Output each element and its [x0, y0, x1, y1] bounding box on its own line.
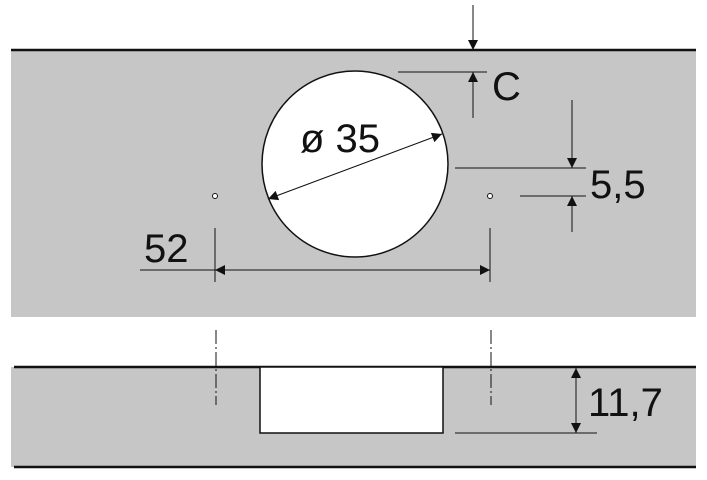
- screw-offset-label: 5,5: [590, 163, 646, 207]
- diameter-arrow: [267, 132, 443, 201]
- cup-hole: [261, 70, 449, 258]
- screw-hole-right: [487, 193, 493, 199]
- screw-hole-left: [212, 193, 218, 199]
- cup-depth-label: 11,7: [588, 381, 663, 425]
- cup-diameter-label: ø 35: [300, 117, 380, 161]
- screw-spacing-label: 52: [144, 227, 189, 271]
- cup-pocket: [259, 366, 444, 434]
- edge-distance-label: C: [492, 65, 521, 109]
